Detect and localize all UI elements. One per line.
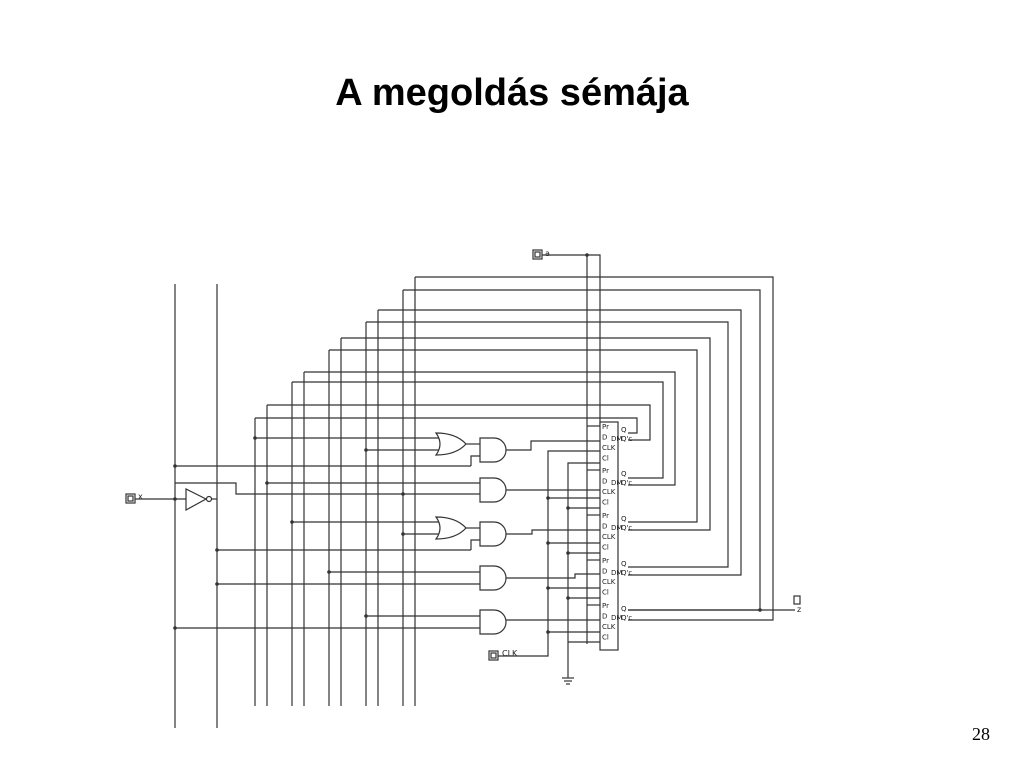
feedback-verticals bbox=[254, 277, 416, 706]
flipflop-q-label: Q bbox=[621, 560, 627, 568]
port-z-label: z bbox=[797, 605, 801, 614]
flipflop-pin-label: D bbox=[602, 478, 607, 486]
port-x: x bbox=[125, 488, 217, 512]
flipflop-column: PrDCLKClDMQQ'cPrDCLKClDMQQ'cPrDCLKClDMQQ… bbox=[599, 421, 632, 651]
and-gate bbox=[479, 521, 507, 547]
and-gate bbox=[479, 609, 507, 635]
flipflop-pin-label: Pr bbox=[602, 557, 609, 565]
clear-ground bbox=[562, 462, 600, 685]
flipflop-pin-label: Cl bbox=[602, 589, 609, 597]
flipflop-type-label: DM bbox=[611, 435, 622, 443]
inverter-gate bbox=[185, 488, 208, 512]
flipflop-type-label: DM bbox=[611, 569, 622, 577]
and-gate bbox=[479, 565, 507, 591]
flipflop-type-label: DM bbox=[611, 479, 622, 487]
ground-icon bbox=[562, 677, 574, 685]
flipflop-pin-label: Cl bbox=[602, 544, 609, 552]
flipflop-type-label: DM bbox=[611, 614, 622, 622]
gate-row-1 bbox=[173, 432, 600, 468]
flipflop-q-label: Q bbox=[621, 605, 627, 613]
gate-row-5 bbox=[173, 609, 600, 635]
or-gate bbox=[434, 516, 467, 540]
port-clk: CLK bbox=[488, 450, 600, 661]
flipflop-qc-label: Q'c bbox=[621, 569, 632, 577]
flipflop-pin-label: D bbox=[602, 434, 607, 442]
and-gate bbox=[479, 437, 507, 463]
flipflop-pin-label: D bbox=[602, 523, 607, 531]
port-a: a bbox=[532, 249, 601, 644]
port-x-label: x bbox=[138, 492, 143, 501]
flipflop-pin-label: Pr bbox=[602, 423, 609, 431]
port-clk-label: CLK bbox=[502, 649, 518, 658]
flipflop-pin-label: Pr bbox=[602, 602, 609, 610]
flipflop-qc-label: Q'c bbox=[621, 479, 632, 487]
flipflop-qc-label: Q'c bbox=[621, 524, 632, 532]
flipflop-body bbox=[599, 421, 619, 651]
flipflop-pin-label: Pr bbox=[602, 467, 609, 475]
flipflop-pin-label: Cl bbox=[602, 455, 609, 463]
flipflop-pin-label: D bbox=[602, 613, 607, 621]
port-a-label: a bbox=[545, 249, 550, 258]
flipflop-pin-label: CLK bbox=[602, 623, 616, 631]
flipflop-q-label: Q bbox=[621, 470, 627, 478]
flipflop-pin-label: Pr bbox=[602, 512, 609, 520]
flipflop-pin-label: CLK bbox=[602, 533, 616, 541]
feedback-loops bbox=[255, 276, 774, 621]
flipflop-q-label: Q bbox=[621, 426, 627, 434]
flipflop-pin-label: D bbox=[602, 568, 607, 576]
and-gate bbox=[479, 477, 507, 503]
page-number: 28 bbox=[972, 724, 990, 744]
gate-row-4 bbox=[215, 565, 600, 591]
port-z: z bbox=[628, 595, 801, 614]
gate-row-2 bbox=[175, 477, 600, 503]
or-gate bbox=[434, 432, 467, 456]
flipflop-pin-label: Cl bbox=[602, 499, 609, 507]
flipflop-pin-label: Cl bbox=[602, 634, 609, 642]
flipflop-pin-label: CLK bbox=[602, 578, 616, 586]
flipflop-qc-label: Q'c bbox=[621, 435, 632, 443]
flipflop-qc-label: Q'c bbox=[621, 614, 632, 622]
slide-title: A megoldás sémája bbox=[335, 72, 689, 114]
flipflop-type-label: DM bbox=[611, 524, 622, 532]
flipflop-pin-label: CLK bbox=[602, 444, 616, 452]
flipflop-q-label: Q bbox=[621, 515, 627, 523]
input-bus bbox=[174, 284, 218, 728]
gate-row-3 bbox=[215, 516, 600, 552]
flipflop-pin-label: CLK bbox=[602, 488, 616, 496]
